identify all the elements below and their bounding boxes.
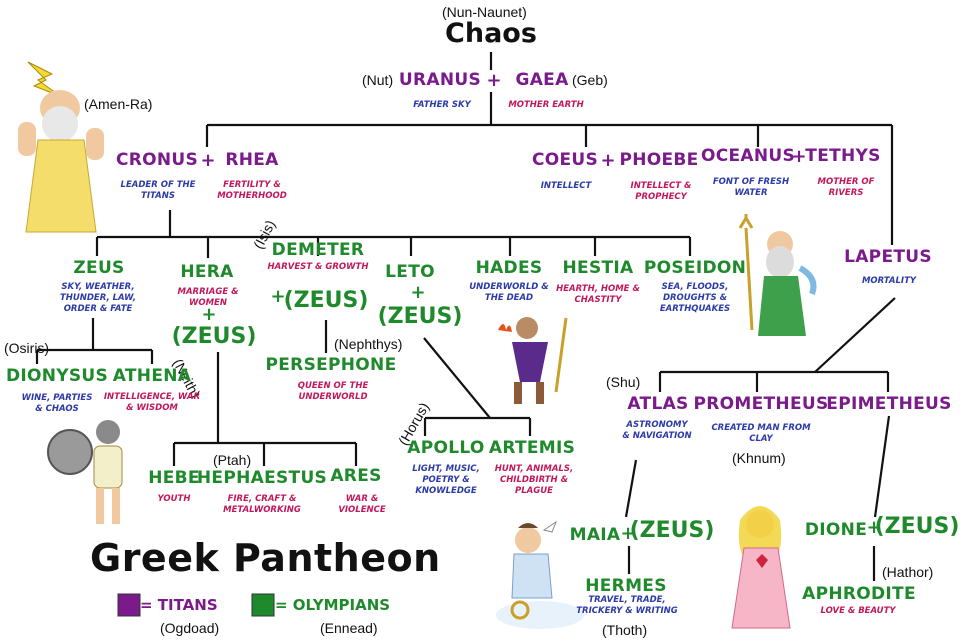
plus-demeter-zeus: + — [270, 286, 286, 307]
prometheus-name: PROMETHEUS — [693, 394, 829, 414]
hermes-illustration — [496, 520, 584, 629]
legend-titans-egyptian: (Ogdoad) — [160, 620, 220, 636]
phoebe-name: PHOEBE — [619, 150, 699, 170]
hades-name: HADES — [475, 258, 543, 278]
ares-desc: WAR & VIOLENCE — [338, 494, 386, 515]
persephone-egyptian: (Nephthys) — [334, 336, 403, 352]
legend-olympians-label: = OLYMPIANS — [275, 596, 391, 614]
oceanus-desc: FONT OF FRESH WATER — [712, 177, 790, 198]
plus-hera-zeus: + — [201, 304, 217, 325]
hephaestus-desc: FIRE, CRAFT & METALWORKING — [223, 494, 301, 515]
persephone-desc: QUEEN OF THE UNDERWORLD — [297, 381, 369, 402]
uranus-name: URANUS — [398, 70, 482, 90]
gaea-egyptian: (Geb) — [572, 72, 608, 88]
lapetus-name: LAPETUS — [844, 247, 932, 267]
chaos-title: Chaos — [445, 18, 537, 49]
legend-olympians-swatch — [251, 593, 275, 617]
chaos-egyptian: (Nun-Naunet) — [442, 4, 527, 20]
atlas-egyptian: (Shu) — [606, 374, 641, 390]
aphrodite-desc: LOVE & BEAUTY — [820, 606, 896, 616]
dionysus-desc: WINE, PARTIES & CHAOS — [21, 393, 93, 414]
page-title: Greek Pantheon — [90, 536, 441, 580]
gaea-name: GAEA — [515, 70, 569, 90]
uranus-desc: FATHER SKY — [413, 100, 471, 110]
legend-titans-swatch — [117, 593, 141, 617]
poseidon-illustration — [738, 214, 817, 336]
zeus-illustration — [18, 61, 104, 233]
athena-illustration — [47, 420, 123, 524]
gaea-desc: MOTHER EARTH — [508, 100, 584, 110]
atlas-name: ATLAS — [627, 394, 689, 414]
uranus-egyptian: (Nut) — [362, 72, 394, 88]
hera-zeus: (ZEUS) — [171, 324, 257, 349]
apollo-name: APOLLO — [407, 438, 485, 458]
plus-dione-zeus: + — [866, 517, 882, 538]
cronus-desc: LEADER OF THE TITANS — [120, 180, 196, 201]
poseidon-desc: SEA, FLOODS, DROUGHTS & EARTHQUAKES — [659, 282, 731, 314]
plus-oceanus-tethys: + — [791, 146, 807, 167]
maia-zeus: (ZEUS) — [629, 518, 715, 543]
hades-desc: UNDERWORLD & THE DEAD — [469, 282, 549, 303]
hera-name: HERA — [180, 262, 234, 282]
prometheus-desc: CREATED MAN FROM CLAY — [711, 423, 811, 444]
artemis-desc: HUNT, ANIMALS, CHILDBIRTH & PLAGUE — [494, 464, 574, 496]
tethys-name: TETHYS — [805, 146, 881, 166]
aphrodite-name: APHRODITE — [802, 584, 916, 604]
leto-zeus: (ZEUS) — [377, 304, 463, 329]
rhea-name: RHEA — [225, 150, 279, 170]
coeus-desc: INTELLECT — [540, 181, 592, 191]
coeus-name: COEUS — [531, 150, 599, 170]
hermes-desc: TRAVEL, TRADE, TRICKERY & WRITING — [576, 595, 678, 616]
leto-name: LETO — [385, 262, 435, 282]
demeter-zeus: (ZEUS) — [283, 288, 369, 313]
prometheus-egyptian: (Khnum) — [732, 450, 786, 466]
legend-titans-label: = TITANS — [140, 596, 218, 614]
hermes-egyptian: (Thoth) — [602, 622, 648, 638]
hermes-name: HERMES — [585, 576, 667, 596]
maia-name: MAIA — [569, 525, 621, 545]
athena-desc: INTELLIGENCE, WAR & WISDOM — [103, 392, 201, 413]
athena-name: ATHENA — [112, 366, 192, 386]
poseidon-name: POSEIDON — [643, 258, 747, 278]
hades-illustration — [498, 317, 568, 404]
demeter-desc: HARVEST & GROWTH — [267, 262, 369, 272]
dionysus-name: DIONYSUS — [5, 366, 109, 386]
hephaestus-egyptian: (Ptah) — [213, 452, 252, 468]
rhea-desc: FERTILITY & MOTHERHOOD — [217, 180, 287, 201]
plus-uranus-gaea: + — [486, 70, 502, 91]
hebe-name: HEBE — [148, 468, 200, 488]
ares-name: ARES — [330, 466, 382, 486]
lapetus-desc: MORTALITY — [861, 276, 917, 286]
oceanus-name: OCEANUS — [700, 146, 796, 166]
phoebe-desc: INTELLECT & PROPHECY — [630, 181, 692, 202]
dione-name: DIONE — [804, 520, 868, 540]
zeus-desc: SKY, WEATHER, THUNDER, LAW, ORDER & FATE — [59, 282, 137, 314]
dione-zeus: (ZEUS) — [874, 514, 960, 539]
zeus-top-egyptian: (Amen-Ra) — [84, 96, 153, 112]
atlas-desc: ASTRONOMY & NAVIGATION — [622, 420, 692, 441]
aphrodite-egyptian: (Hathor) — [882, 564, 934, 580]
apollo-desc: LIGHT, MUSIC, POETRY & KNOWLEDGE — [412, 464, 480, 496]
tethys-desc: MOTHER OF RIVERS — [817, 177, 875, 198]
hestia-desc: HEARTH, HOME & CHASTITY — [556, 284, 640, 305]
hera-desc: MARRIAGE & WOMEN — [177, 287, 239, 308]
plus-maia-zeus: + — [620, 523, 636, 544]
demeter-name: DEMETER — [271, 240, 365, 260]
hestia-name: HESTIA — [562, 258, 634, 278]
plus-leto-zeus: + — [410, 282, 426, 303]
persephone-name: PERSEPHONE — [265, 355, 397, 375]
dionysus-egyptian: (Osiris) — [4, 340, 50, 356]
hebe-desc: YOUTH — [157, 494, 191, 504]
artemis-name: ARTEMIS — [488, 438, 576, 458]
hephaestus-name: HEPHAESTUS — [196, 468, 328, 488]
epimetheus-name: EPIMETHEUS — [826, 394, 952, 414]
aphrodite-illustration — [731, 506, 791, 629]
cronus-name: CRONUS — [115, 150, 199, 170]
plus-cronus-rhea: + — [200, 150, 216, 171]
legend-olympians-egyptian: (Ennead) — [320, 620, 378, 636]
zeus-name: ZEUS — [73, 258, 125, 278]
plus-coeus-phoebe: + — [600, 150, 616, 171]
